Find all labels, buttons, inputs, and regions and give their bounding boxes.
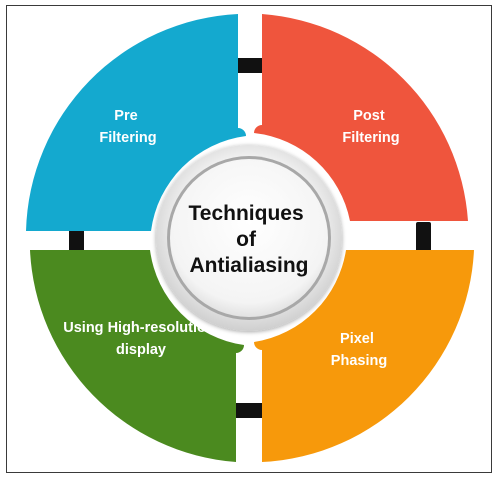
label-high-resolution-display-line-1: Using High-resolution bbox=[63, 320, 214, 336]
label-high-resolution-display: Using High-resolution display bbox=[63, 320, 218, 358]
center-title-line-1: Techniques bbox=[189, 202, 304, 225]
label-post-filtering-line-1: Post bbox=[353, 108, 385, 124]
center-title: Techniques of Antialiasing bbox=[189, 202, 310, 277]
label-pixel-phasing-line-2: Phasing bbox=[331, 353, 387, 369]
center-title-line-2: of bbox=[236, 228, 257, 251]
connector-bottom bbox=[234, 403, 264, 418]
connector-right bbox=[416, 222, 431, 252]
segment-pixel-phasing bbox=[254, 250, 474, 462]
label-pre-filtering-line-1: Pre bbox=[114, 108, 137, 124]
segment-high-resolution-display bbox=[30, 250, 244, 462]
label-pixel-phasing: Pixel Phasing bbox=[331, 331, 387, 369]
center-hub bbox=[170, 159, 328, 317]
segment-post-filtering bbox=[254, 14, 468, 221]
label-pixel-phasing-line-1: Pixel bbox=[340, 331, 374, 347]
connector-top bbox=[234, 58, 264, 73]
segment-pre-filtering bbox=[26, 14, 246, 231]
label-post-filtering: Post Filtering bbox=[342, 108, 399, 146]
label-post-filtering-line-2: Filtering bbox=[342, 130, 399, 146]
label-pre-filtering-line-2: Filtering bbox=[99, 130, 156, 146]
label-pre-filtering: Pre Filtering bbox=[99, 108, 156, 146]
label-high-resolution-display-line-2: display bbox=[116, 342, 166, 358]
center-title-line-3: Antialiasing bbox=[189, 254, 308, 277]
